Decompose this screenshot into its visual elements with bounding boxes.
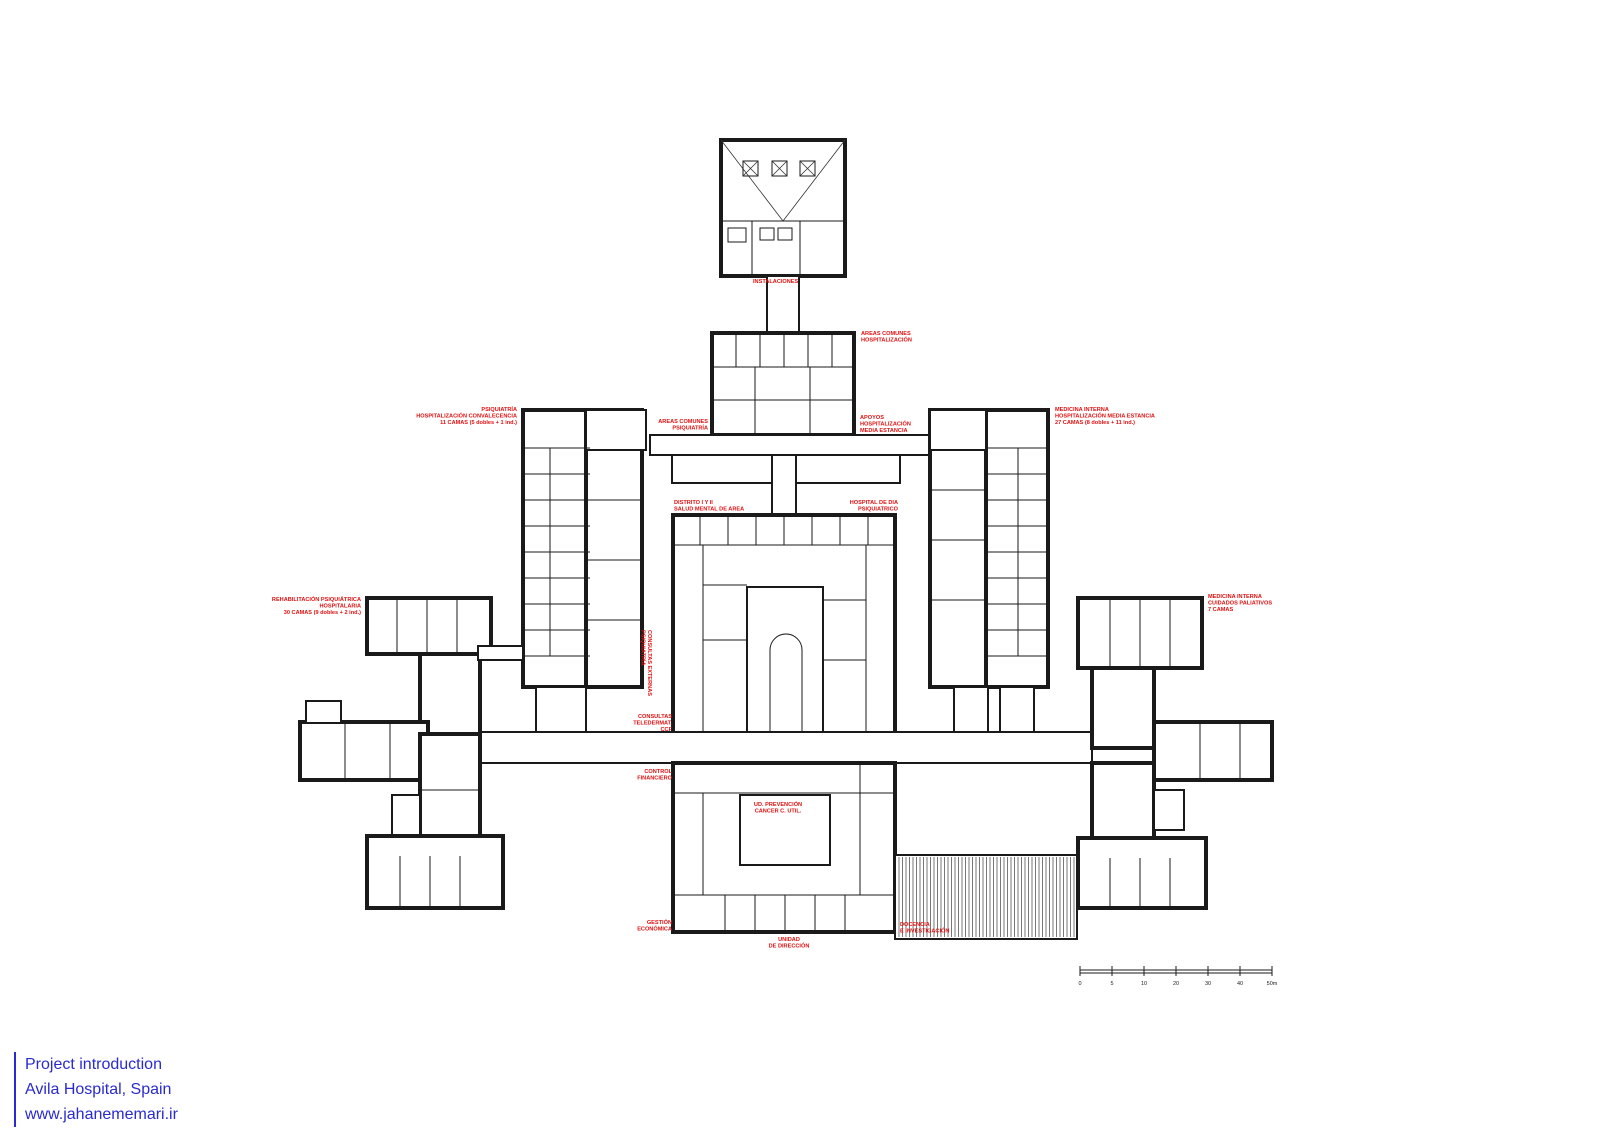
label-line: PSIQUIATRÍA <box>481 405 517 413</box>
label-line: CUIDADOS PALIATIVOS <box>1208 601 1272 607</box>
label-line: TELEDERMAT. <box>633 721 672 727</box>
label-line: 27 CAMAS (8 dobles + 11 ind.) <box>1055 420 1135 426</box>
label-instalaciones: INSTALACIONES <box>753 279 799 285</box>
label-line: HOSPITAL DE DIA <box>850 500 898 506</box>
label-line: HOSPITALIZACIÓN CONVALECENCIA <box>416 412 517 420</box>
label-line: GESTIÓN <box>647 918 672 926</box>
label-line: HOSPITALIZACIÓN <box>860 420 911 428</box>
docencia-area <box>894 854 1078 940</box>
central-building <box>671 513 897 740</box>
credit-line-website: www.jahanememari.ir <box>25 1106 178 1123</box>
scale-tick-label: 10 <box>1141 981 1147 987</box>
psiquiatria-wing <box>521 408 647 733</box>
label-line: INSTALACIONES <box>753 279 799 285</box>
label-line: PSIQUIATRICO <box>858 507 899 513</box>
scale-tick-label: 40 <box>1237 981 1243 987</box>
label-line: PSIQUIATRÍA <box>672 424 708 432</box>
label-line: DISTRITO I Y II <box>674 500 713 506</box>
scale-tick-label: 50m <box>1267 981 1278 987</box>
label-line: 30 CAMAS (9 dobles + 2 ind.) <box>284 610 361 616</box>
label-line: UD. PREVENCIÓN <box>754 800 802 808</box>
main-corridor <box>477 731 1093 764</box>
label-line: MEDICINA INTERNA <box>1055 407 1109 413</box>
medicina-interna-wing <box>928 408 1050 733</box>
label-consultas-externas: CONSULTAS EXTERNASPSIQUIATRÍA <box>640 630 653 696</box>
label-line: HOSPITALIZACIÓN MEDIA ESTANCIA <box>1055 412 1155 420</box>
credit-line-intro: Project introduction <box>25 1056 162 1073</box>
label-line: HOSPITALIZACIÓN <box>861 336 912 344</box>
areas-comunes-block <box>710 331 856 437</box>
label-line: UNIDAD <box>778 937 800 943</box>
lower-building <box>671 761 897 934</box>
label-line: APOYOS <box>860 415 884 421</box>
label-line: CONTROL <box>644 769 672 775</box>
label-line: HOSPITALARIA <box>319 604 361 610</box>
scale-tick-label: 20 <box>1173 981 1179 987</box>
scale-tick-label: 0 <box>1078 981 1081 987</box>
upper-connector <box>649 434 931 516</box>
label-line: MEDICINA INTERNA <box>1208 594 1262 600</box>
label-line: CONSULTAS EXTERNAS <box>646 630 652 696</box>
label-line: ECONÓMICA <box>637 925 672 933</box>
label-line: 11 CAMAS (5 dobles + 1 ind.) <box>440 420 517 426</box>
label-line: MEDIA ESTANCIA <box>860 428 908 434</box>
credit-block: Project introduction Avila Hospital, Spa… <box>14 1052 178 1127</box>
scale-tick-label: 30 <box>1205 981 1211 987</box>
label-line: 7 CAMAS <box>1208 607 1233 613</box>
label-line: AREAS COMUNES <box>658 419 708 425</box>
label-line: DE DIRECCIÓN <box>769 942 810 950</box>
rehabilitacion-wing <box>298 596 524 910</box>
label-line: FINANCIERO <box>637 776 672 782</box>
label-line: AREAS COMUNES <box>861 331 911 337</box>
paliativos-wing <box>1076 596 1274 910</box>
scale-bar: 0 5 10 20 30 40 50m <box>1078 966 1278 987</box>
label-line: PSIQUIATRÍA <box>640 630 648 666</box>
scale-tick-label: 5 <box>1110 981 1113 987</box>
label-line: REHABILITACIÓN PSIQUIÁTRICA <box>272 595 361 603</box>
label-line: SALUD MENTAL DE AREA <box>674 507 744 513</box>
label-line: CCF <box>661 727 673 733</box>
label-line: E INVESTIGACIÓN <box>900 927 949 935</box>
instalaciones-block <box>719 138 847 278</box>
label-line: CANCER C. UTIL. <box>755 809 802 815</box>
label-line: CONSULTAS <box>638 714 672 720</box>
label-line: DOCENCIA <box>900 922 930 928</box>
credit-line-project: Avila Hospital, Spain <box>25 1081 172 1098</box>
